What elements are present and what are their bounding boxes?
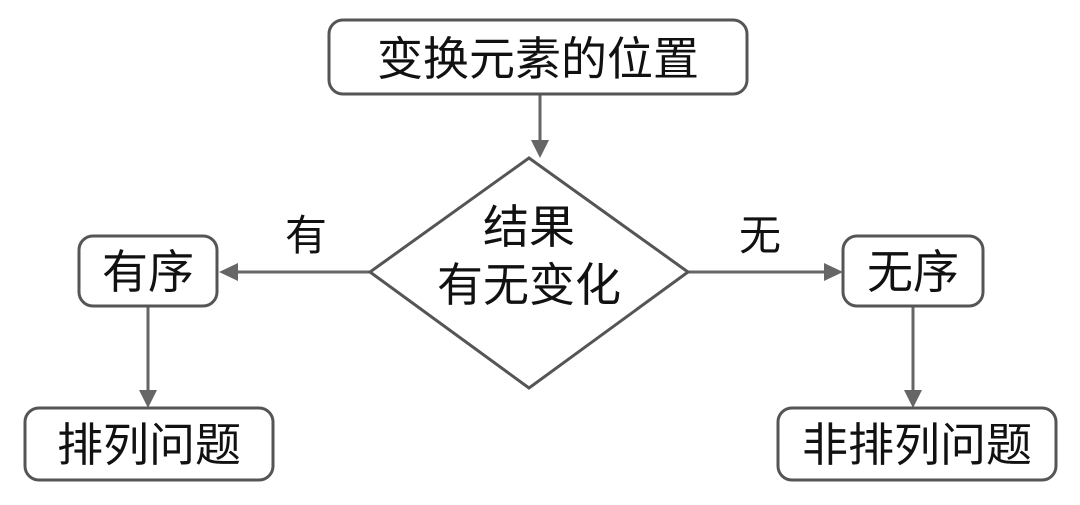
node-decision: 结果 有无变化: [367, 156, 691, 390]
node-ordered-label: 有序: [102, 245, 194, 299]
arrowhead-left-to-bottom-left: [139, 390, 157, 408]
decision-label-line1: 结果: [483, 200, 575, 254]
node-top-label: 变换元素的位置: [377, 32, 699, 86]
node-permutation: 排列问题: [23, 406, 275, 482]
node-unordered: 无序: [841, 234, 985, 308]
edge-label-yes: 有: [285, 211, 327, 260]
node-permutation-label: 排列问题: [57, 418, 241, 472]
decision-label-line2: 有无变化: [437, 258, 621, 312]
arrowhead-top-to-decision: [531, 140, 549, 158]
edges: [139, 94, 922, 408]
node-unordered-label: 无序: [867, 245, 959, 299]
node-ordered: 有序: [77, 234, 219, 308]
edge-label-no: 无: [739, 211, 781, 260]
node-non-permutation-label: 非排列问题: [802, 418, 1032, 472]
node-non-permutation: 非排列问题: [776, 406, 1058, 482]
arrowhead-decision-to-left: [219, 263, 238, 281]
node-top: 变换元素的位置: [327, 18, 749, 96]
arrowhead-right-to-bottom-right: [904, 390, 922, 408]
arrowhead-decision-to-right: [824, 263, 843, 281]
